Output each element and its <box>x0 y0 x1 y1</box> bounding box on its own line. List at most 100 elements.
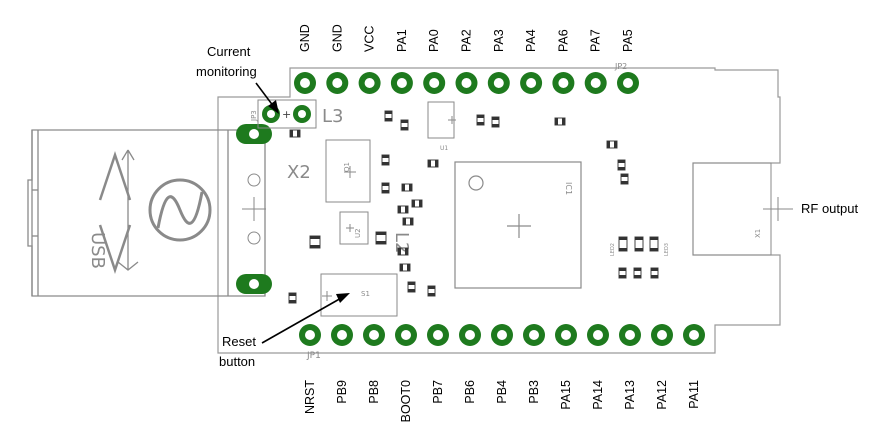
top-header-pin <box>487 72 510 94</box>
bottom-header-pin <box>299 324 321 346</box>
top-pin-label: PA7 <box>589 29 603 52</box>
smd-part <box>384 110 393 122</box>
smd-part <box>633 267 642 279</box>
top-header-pin <box>552 72 575 94</box>
u2-component <box>339 211 369 245</box>
smd-part <box>288 292 297 304</box>
jp2-silk: JP2 <box>614 62 627 71</box>
led3-silk: LED3 <box>664 243 670 256</box>
smd-part <box>400 119 409 131</box>
smd-part <box>634 236 644 252</box>
usb-silk-label: USB <box>87 232 108 269</box>
usb-pad-bottom <box>236 274 272 294</box>
callout-current-line1: Current <box>207 44 251 59</box>
ic1-chip <box>454 161 582 289</box>
smd-part <box>407 281 416 293</box>
bottom-header-pin <box>555 324 577 346</box>
bottom-pin-label: BOOT0 <box>399 380 413 422</box>
s1-silk: S1 <box>361 290 370 298</box>
top-header-pin <box>358 72 381 94</box>
top-header-pin <box>455 72 478 94</box>
callout-current-arrow <box>255 82 279 114</box>
bottom-header-pin <box>363 324 385 346</box>
bottom-header-pin <box>523 324 545 346</box>
smd-part <box>399 263 411 272</box>
bottom-header-pin <box>427 324 449 346</box>
top-header-pin <box>326 72 349 94</box>
smd-part <box>491 116 500 128</box>
top-header-pin <box>390 72 413 94</box>
bottom-header-pin <box>683 324 705 346</box>
jp3-silk: JP3 <box>250 110 258 122</box>
bottom-header-pin <box>587 324 609 346</box>
smd-part <box>649 236 659 252</box>
u2-silk: U2 <box>354 228 362 238</box>
bottom-header-pin <box>619 324 641 346</box>
jp3-jumper: + <box>257 99 317 129</box>
smd-part <box>606 140 618 149</box>
top-header-pin <box>294 72 316 94</box>
bottom-header-pin <box>459 324 481 346</box>
smd-part <box>617 159 626 171</box>
smd-part <box>650 267 659 279</box>
q1-component <box>325 139 371 203</box>
smd-part <box>476 114 485 126</box>
bottom-pin-label: NRST <box>303 380 317 414</box>
x1-silk: X1 <box>754 229 762 238</box>
q1-silk: Q1 <box>343 162 351 172</box>
smd-part <box>375 231 387 245</box>
bottom-pin-label: PA15 <box>559 380 573 410</box>
smd-part <box>381 154 390 166</box>
smd-part <box>554 117 566 126</box>
bottom-pin-label: PB7 <box>431 380 445 404</box>
pcb-outline <box>217 67 781 354</box>
top-pin-label: PA1 <box>395 29 409 52</box>
callout-rf-output: RF output <box>801 201 858 216</box>
top-header-pin <box>423 72 446 94</box>
bottom-pin-label: PB3 <box>527 380 541 404</box>
jp1-silk: JP1 <box>306 351 321 361</box>
s1-reset-button <box>320 273 398 317</box>
smd-part <box>402 217 414 226</box>
x2-silk: X2 <box>287 162 311 183</box>
callout-reset-line1: Reset <box>222 334 256 349</box>
led2-silk: LED2 <box>610 243 616 256</box>
top-pin-label: PA6 <box>556 29 570 52</box>
top-pin-label: VCC <box>363 26 377 52</box>
u1-silk: U1 <box>440 145 448 152</box>
top-header-pin <box>520 72 543 94</box>
bottom-pin-label: PA13 <box>623 380 637 410</box>
bottom-header-pin <box>331 324 353 346</box>
top-pin-label: GND <box>298 24 312 52</box>
bottom-pin-label: PB4 <box>495 380 509 404</box>
smd-part <box>620 173 629 185</box>
top-pin-label: PA2 <box>460 29 474 52</box>
ic1-silk: IC1 <box>564 182 573 195</box>
bottom-pin-label: PB6 <box>463 380 477 404</box>
smd-part <box>309 235 321 249</box>
smd-part <box>381 182 390 194</box>
logo-icon <box>148 178 212 242</box>
bottom-pin-label: PB8 <box>367 380 381 404</box>
svg-text:+: + <box>282 108 291 121</box>
smd-part <box>289 129 301 138</box>
top-header-pin <box>617 72 639 94</box>
smd-part <box>397 205 409 214</box>
smd-part <box>427 159 439 168</box>
top-pin-label: PA4 <box>524 29 538 52</box>
bottom-header-pin <box>651 324 673 346</box>
smd-components <box>288 110 659 304</box>
bottom-pin-label: PB9 <box>335 380 349 404</box>
smd-part <box>618 267 627 279</box>
callout-reset-line2: button <box>219 354 255 369</box>
usb-holes <box>242 173 266 245</box>
smd-part <box>397 247 409 256</box>
bottom-header-pin <box>491 324 513 346</box>
l2-silk: L2 <box>391 232 412 253</box>
top-pin-label: GND <box>330 24 344 52</box>
x1-rf-connector <box>692 162 793 256</box>
top-pin-label: PA0 <box>427 29 441 52</box>
top-pin-label: PA3 <box>492 29 506 52</box>
l3-silk: L3 <box>322 106 343 127</box>
u1-component <box>427 101 456 139</box>
